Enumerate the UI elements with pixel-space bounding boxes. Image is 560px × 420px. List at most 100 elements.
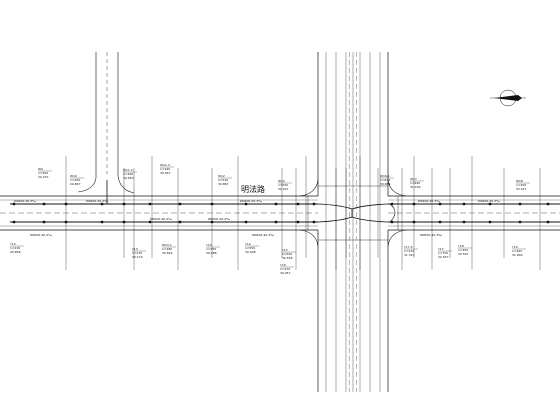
label-line: Y18 (458, 244, 464, 248)
label-line: 1=465 (512, 249, 522, 253)
label-line: 1=490 (123, 172, 133, 176)
manhole-node (274, 220, 278, 224)
label-line: W10 (70, 174, 77, 178)
label-line: 29.847 (70, 182, 81, 186)
label-line: 30.540 (123, 176, 134, 180)
label-line: 1=450 (70, 178, 80, 182)
label-line: Y17 (438, 247, 444, 251)
label-line: 1=430 (10, 246, 20, 250)
manhole-node (438, 202, 442, 206)
label-line: 30.567 (160, 171, 171, 175)
label-line: 31.160 (410, 185, 421, 189)
manhole-node (312, 202, 316, 206)
label-line: 30.644 (162, 251, 173, 255)
manhole-node (178, 202, 182, 206)
label-line: 1=530 (218, 178, 228, 182)
manhole-node (12, 220, 16, 224)
label-line: 30.179 (132, 255, 143, 259)
pipe-label-3: DN500-40-3‰ (150, 217, 172, 221)
label-line: W11-2 (123, 168, 133, 172)
manhole-node (312, 220, 316, 224)
manhole-node (42, 220, 46, 224)
road-name-label: 明法路 (241, 184, 265, 194)
label-line: 1=550 (245, 246, 255, 250)
pipe-label-1: DN400-40-3‰ (14, 199, 36, 203)
pipe-label-8: DN500-40-3‰ (420, 233, 442, 237)
pipe-labels: DN400-40-3‰ DN400-40-3‰ DN500-40-3‰ DN500-4… (14, 199, 500, 237)
label-line: Y16 (280, 263, 286, 267)
manhole-node (546, 202, 550, 206)
manhole-node (518, 220, 522, 224)
manhole-node (244, 220, 248, 224)
manhole-node (296, 220, 300, 224)
label-line: W13-1 (162, 243, 172, 247)
label-line: 1=644 (380, 178, 390, 182)
label-line: 30.237 (38, 175, 49, 179)
label-line: 32.057 (438, 255, 449, 259)
label-line: 30.957 (280, 271, 291, 275)
pipe-label-10: DN400-40-3‰ (252, 233, 274, 237)
manhole-node (296, 202, 300, 206)
pipe-label-4: DN500-40-3‰ (208, 217, 230, 221)
manhole-node (462, 220, 466, 224)
label-line: Y19 (512, 245, 518, 249)
manhole-node (488, 202, 492, 206)
manhole-node (274, 202, 278, 206)
label-line: 1=490 (160, 167, 170, 171)
side-road-left (77, 52, 135, 194)
pipe-label-7: DN400-40-3‰ (418, 199, 440, 203)
pipelines (10, 180, 560, 223)
label-line: 31.327 (404, 253, 415, 257)
manhole-node (178, 220, 182, 224)
manhole-node (390, 202, 394, 206)
manhole-node (518, 202, 522, 206)
label-line: 1=450 (458, 248, 468, 252)
manhole-node (42, 202, 46, 206)
manhole-node (100, 202, 104, 206)
pipe-label-9: DN400-40-3‰ (478, 199, 500, 203)
branch-leaders (65, 156, 541, 270)
manhole-node (100, 220, 104, 224)
pipe-label-5: DN400-40-3‰ (240, 199, 262, 203)
label-line: 1=700 (438, 251, 448, 255)
label-line: W13 (278, 179, 285, 183)
manhole-node (12, 202, 16, 206)
manhole-node (546, 220, 550, 224)
label-line: W17 (410, 177, 417, 181)
manhole-node (488, 220, 492, 224)
label-line: 29.856 (10, 250, 21, 254)
label-line: 1=470 (404, 249, 414, 253)
label-line: 31.900 (512, 253, 523, 257)
label-line: 30.654 (380, 182, 391, 186)
manhole-node (390, 220, 394, 224)
label-line: 1=500 (282, 252, 292, 256)
pipe-label-6: DN500-40-3‰ (30, 233, 52, 237)
manhole-node (462, 202, 466, 206)
label-line: W18 (516, 179, 523, 183)
north-arrow-icon (490, 89, 526, 107)
label-line: 30.408 (245, 250, 256, 254)
label-line: 1=550 (206, 247, 216, 251)
label-line: 1=550 (278, 183, 288, 187)
label-line: 31.207 (278, 187, 289, 191)
label-line: W16-1 (380, 174, 390, 178)
label-line: 1=470 (132, 251, 142, 255)
label-line: Y13 (132, 247, 138, 251)
label-line: W9 (38, 167, 43, 171)
